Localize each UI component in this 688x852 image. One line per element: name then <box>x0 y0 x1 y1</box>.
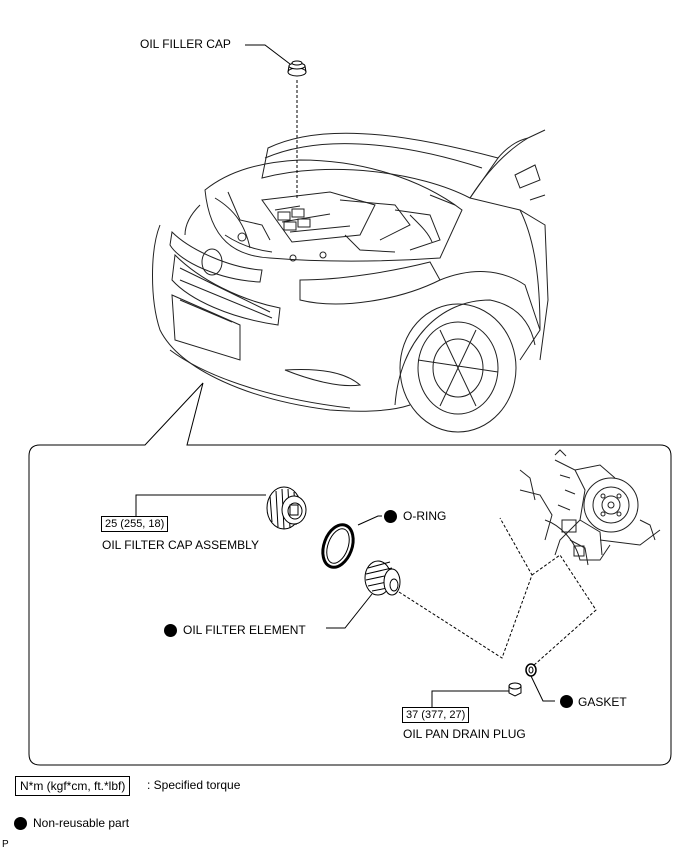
torque-oil-pan-drain-plug: 37 (377, 27) <box>402 707 470 723</box>
o-ring-part <box>321 523 355 569</box>
legend-torque-description: : Specified torque <box>147 778 241 792</box>
torque-oil-filter-cap-assembly: 25 (255, 18) <box>101 516 169 532</box>
label-oil-pan-drain-plug: OIL PAN DRAIN PLUG <box>403 727 526 741</box>
oil-filter-cap-assembly-part <box>266 486 307 530</box>
leader-lines <box>135 494 555 707</box>
oil-filler-cap-leader <box>245 44 291 65</box>
legend-non-reusable-text: Non-reusable part <box>33 816 130 830</box>
o-ring-inner <box>326 528 350 564</box>
label-oil-filter-element: OIL FILTER ELEMENT <box>183 623 306 637</box>
oil-filler-cap-part <box>287 60 307 77</box>
label-o-ring: O-RING <box>403 509 447 523</box>
detail-panel <box>28 382 672 766</box>
gasket-inner <box>528 666 534 674</box>
corner-mark: P <box>2 839 9 850</box>
car-illustration <box>152 129 549 433</box>
engine-detail <box>519 449 661 566</box>
label-oil-filter-cap-assembly: OIL FILTER CAP ASSEMBLY <box>102 538 259 552</box>
legend-torque-unit-box: N*m (kgf*cm, ft.*lbf) <box>15 776 131 796</box>
oil-filter-element-part <box>364 560 401 596</box>
non-reusable-marker-oil-filter-element <box>164 624 177 637</box>
oil-pan-drain-plug-part <box>508 682 522 697</box>
detail-guide-lines <box>398 517 597 667</box>
label-gasket: GASKET <box>578 695 627 709</box>
legend-non-reusable-marker <box>14 817 27 830</box>
non-reusable-marker-gasket <box>560 695 573 708</box>
non-reusable-marker-o-ring <box>384 510 397 523</box>
label-oil-filler-cap: OIL FILLER CAP <box>140 37 231 51</box>
